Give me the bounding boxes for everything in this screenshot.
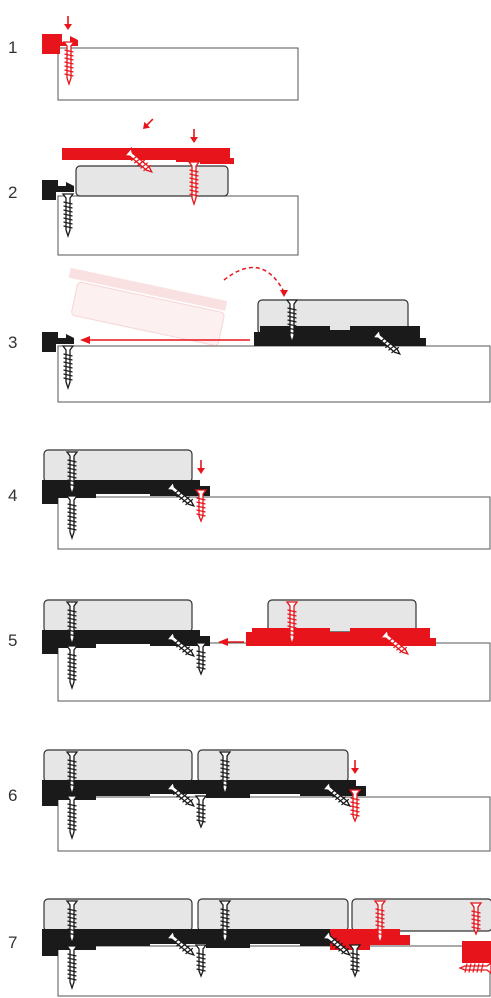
step-5: 5	[8, 599, 491, 702]
connector-rail	[42, 780, 366, 806]
step-4: 4	[8, 449, 491, 550]
arrow-down-icon	[189, 128, 199, 144]
curved-arrow-icon	[223, 266, 285, 293]
step-7: 7	[8, 898, 491, 997]
deck-board	[43, 449, 193, 483]
deck-board	[43, 599, 193, 633]
start-clip	[42, 180, 74, 200]
arrow-down-icon	[350, 759, 360, 775]
deck-board	[197, 749, 349, 783]
step-1: 1	[8, 15, 299, 101]
step-number: 7	[8, 933, 17, 952]
joist-beam	[57, 642, 491, 702]
step-number: 1	[8, 38, 17, 57]
step-number: 6	[8, 786, 17, 805]
connector-rail	[42, 929, 332, 956]
deck-board	[197, 898, 349, 932]
deck-board	[351, 898, 491, 932]
joist-beam	[57, 796, 491, 852]
deck-board	[43, 898, 193, 932]
joist-beam	[57, 496, 491, 550]
joist-beam	[57, 47, 299, 101]
step-3: 3	[8, 266, 491, 403]
step-number: 5	[8, 631, 17, 650]
joist-beam	[57, 945, 491, 997]
start-clip	[42, 34, 78, 54]
connector-rail	[42, 630, 210, 654]
joist-beam	[57, 345, 491, 403]
connector-rail	[62, 148, 234, 164]
step-number: 2	[8, 183, 17, 202]
arrow-down-icon	[196, 459, 206, 475]
start-clip	[42, 332, 74, 352]
step-number: 4	[8, 486, 17, 505]
deck-board	[43, 749, 193, 783]
joist-beam	[57, 195, 299, 256]
ghost-board	[68, 267, 228, 346]
deck-board	[75, 165, 229, 197]
arrow-down-icon	[63, 15, 73, 31]
step-number: 3	[8, 333, 17, 352]
end-clip	[462, 941, 491, 963]
step-2: 2	[8, 115, 299, 256]
connector-rail	[42, 480, 210, 504]
arrow-down-icon	[139, 115, 157, 133]
step-6: 6	[8, 749, 491, 852]
